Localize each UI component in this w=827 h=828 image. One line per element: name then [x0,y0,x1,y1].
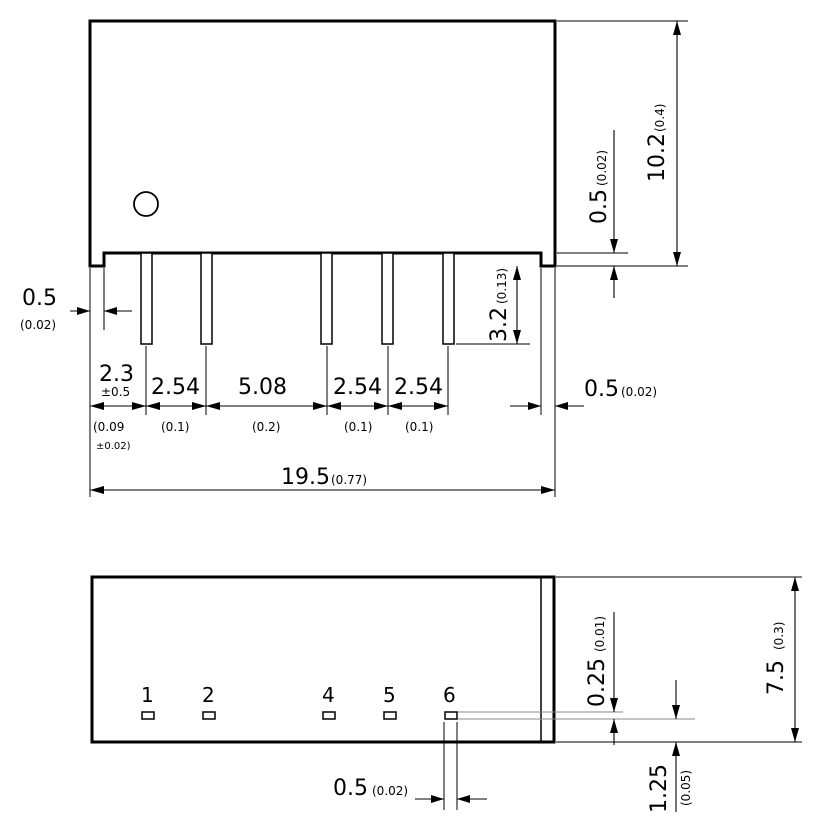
bottom-pin-5 [383,711,397,720]
front-extension-lines [89,20,688,497]
pin-pitch-1-value: 2.54 [151,375,200,400]
pin-gap-center-inch: (0.2) [252,420,280,434]
right-standoff-value: 0.5 [584,377,619,402]
total-length-dimension [90,486,555,494]
pin-width-value: 0.5 [333,776,368,801]
right-standoff-dimension [510,402,584,410]
pin-thickness-inch: (0.01) [593,616,607,652]
total-height-value: 10.2 [645,133,670,182]
pin-width-inch: (0.02) [372,784,408,798]
pin-label-1: 1 [141,683,154,707]
front-pin-6 [442,252,455,345]
front-pin-1 [140,252,153,345]
pin-thickness-value: 0.25 [585,658,610,707]
pitch-dimension-row [90,402,448,410]
first-pin-offset-value: 2.3 [99,362,134,387]
pin-label-6: 6 [443,683,456,707]
front-pin-5 [381,252,394,345]
pin-row-offset-value: 1.25 [647,764,672,813]
pin-pitch-5-value: 2.54 [394,375,443,400]
pin-length-value: 3.2 [487,307,512,342]
total-depth-dimension [791,577,799,742]
pin-length-dimension [513,266,521,344]
standoff-height-value: 0.5 [587,189,612,224]
left-standoff-value: 0.5 [22,286,57,311]
pin-length-inch: (0.13) [495,268,509,304]
first-pin-offset-inch: (0.09 [93,420,124,434]
pin-label-4: 4 [322,683,335,707]
pin-gap-center-value: 5.08 [238,375,287,400]
total-depth-inch: (0.3) [772,622,786,650]
first-pin-offset-tolerance: ±0.5 [101,385,130,399]
total-height-dimension [673,21,681,266]
bottom-pin-1 [141,711,155,720]
total-length-value: 19.5 [281,465,330,490]
standoff-height-dimension [610,130,618,298]
pin-label-2: 2 [202,683,215,707]
bottom-pin-6 [444,711,458,720]
total-length-inch: (0.77) [331,473,367,487]
left-standoff-inch: (0.02) [20,318,56,332]
right-standoff-inch: (0.02) [621,385,657,399]
module-body-outline [88,19,557,268]
left-standoff-dimension [70,307,132,315]
total-height-inch: (0.4) [653,104,667,132]
bottom-extension-lines [443,576,802,810]
pin-pitch-5-inch: (0.1) [405,420,433,434]
total-depth-value: 7.5 [764,660,789,695]
pin-pitch-4-value: 2.54 [333,375,382,400]
pin-row-offset-dimension [672,680,680,812]
pin-pitch-1-inch: (0.1) [161,420,189,434]
pin-width-dimension [415,795,487,803]
pin-pitch-4-inch: (0.1) [344,420,372,434]
pin-thickness-dimension [610,612,618,745]
pin-row-offset-inch: (0.05) [679,770,693,806]
pin-label-5: 5 [383,683,396,707]
module-bottom-outline [90,575,556,744]
bottom-view: 1 2 4 5 6 7.5 (0.3) [90,575,802,813]
standoff-height-inch: (0.02) [595,150,609,186]
front-view: 2.3 ±0.5 (0.09 ±0.02) 2.54 (0.1) 5.08 (0… [20,19,688,497]
first-pin-offset-inch-tolerance: ±0.02) [96,441,131,452]
bottom-pin-2 [202,711,216,720]
front-pin-2 [200,252,213,345]
pin1-orientation-mark [133,191,159,217]
bottom-pin-4 [322,711,336,720]
front-pin-4 [320,252,333,345]
